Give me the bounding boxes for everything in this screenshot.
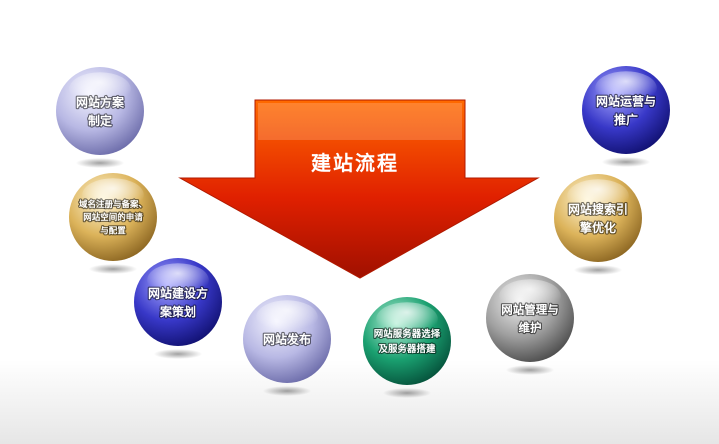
step-label-line: 域名注册与备案、 — [79, 199, 147, 210]
ball-shadow — [88, 264, 138, 274]
step-label-line: 网站建设方 — [148, 285, 208, 300]
step-label-line: 维护 — [519, 320, 542, 334]
step-label-line: 网站搜索引 — [568, 201, 628, 216]
step-label-line: 网站方案 — [76, 94, 125, 109]
step-ball-4: 网站发布 — [243, 295, 331, 396]
ball-shadow — [505, 365, 555, 375]
step-label-line: 网站发布 — [263, 332, 311, 347]
ball-shadow — [573, 265, 623, 275]
ball-shadow — [75, 158, 125, 168]
ball-gloss — [256, 300, 318, 334]
ball-shadow — [601, 157, 651, 167]
ball-gloss — [595, 71, 657, 105]
ball-gloss — [499, 279, 561, 313]
ball-gloss — [376, 302, 438, 336]
step-label-line: 推广 — [614, 112, 638, 127]
floor-shade — [0, 360, 719, 444]
step-label-line: 网站空间的申请 — [83, 212, 143, 223]
step-label-line: 网站管理与 — [501, 302, 559, 316]
ball-shadow — [153, 349, 203, 359]
arrow-highlight — [258, 103, 462, 140]
ball-gloss — [147, 263, 209, 297]
step-label-line: 及服务器搭建 — [378, 343, 436, 355]
step-label-line: 与配置 — [100, 225, 126, 236]
ball-gloss — [82, 178, 144, 212]
ball-shadow — [382, 388, 432, 398]
step-label-line: 案策划 — [159, 304, 196, 319]
ball-gloss — [567, 179, 629, 213]
step-label-line: 制定 — [88, 113, 112, 128]
arrow-shape — [178, 99, 540, 279]
step-label-line: 网站服务器选择 — [374, 328, 441, 340]
central-arrow: 建站流程 — [178, 99, 540, 279]
step-label-line: 擎优化 — [580, 220, 616, 235]
arrow-title: 建站流程 — [311, 151, 399, 175]
step-label-line: 网站运营与 — [596, 93, 656, 108]
ball-gloss — [69, 72, 131, 106]
ball-shadow — [262, 386, 312, 396]
